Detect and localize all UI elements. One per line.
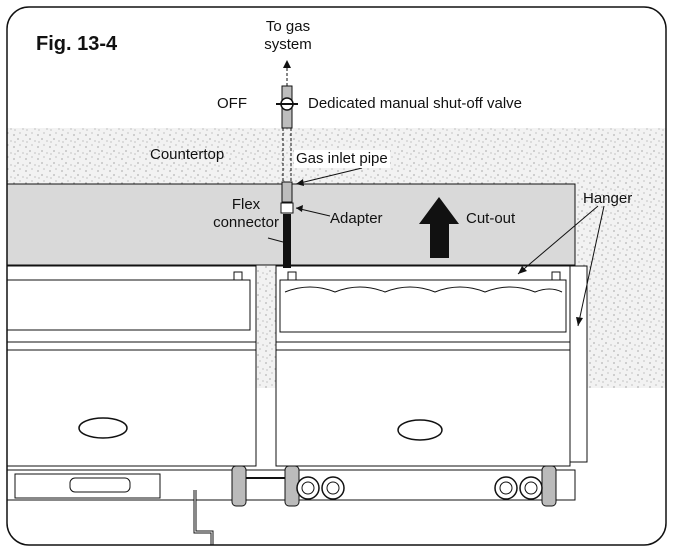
leader-hanger-2	[577, 205, 605, 327]
label-gas-inlet-pipe: Gas inlet pipe	[294, 150, 390, 168]
leader-hanger-1	[517, 205, 599, 275]
leader-gas-inlet	[295, 167, 363, 185]
label-to-gas-line1: To gas	[265, 18, 311, 35]
front-rail	[7, 465, 576, 507]
gas-inlet-pipe	[281, 181, 293, 203]
leader-flex	[267, 237, 284, 243]
label-adapter: Adapter	[330, 210, 383, 227]
figure-frame	[6, 6, 667, 546]
flex-connector	[283, 214, 291, 268]
label-flex-line1: Flex	[231, 196, 261, 213]
valve-icon	[276, 97, 298, 111]
label-valve: Dedicated manual shut-off valve	[308, 95, 523, 112]
right-grill-unit	[275, 265, 571, 467]
arrow-up-icon	[419, 197, 459, 258]
label-to-gas-line2: system	[264, 36, 312, 53]
adapter	[280, 202, 294, 214]
label-flex-line2: connector	[213, 214, 279, 231]
label-cutout: Cut-out	[466, 210, 516, 227]
label-hanger: Hanger	[583, 190, 633, 207]
label-countertop: Countertop	[150, 146, 225, 163]
label-off: OFF	[217, 95, 247, 112]
figure-title: Fig. 13-4	[36, 33, 118, 55]
left-grill-unit	[7, 265, 257, 467]
